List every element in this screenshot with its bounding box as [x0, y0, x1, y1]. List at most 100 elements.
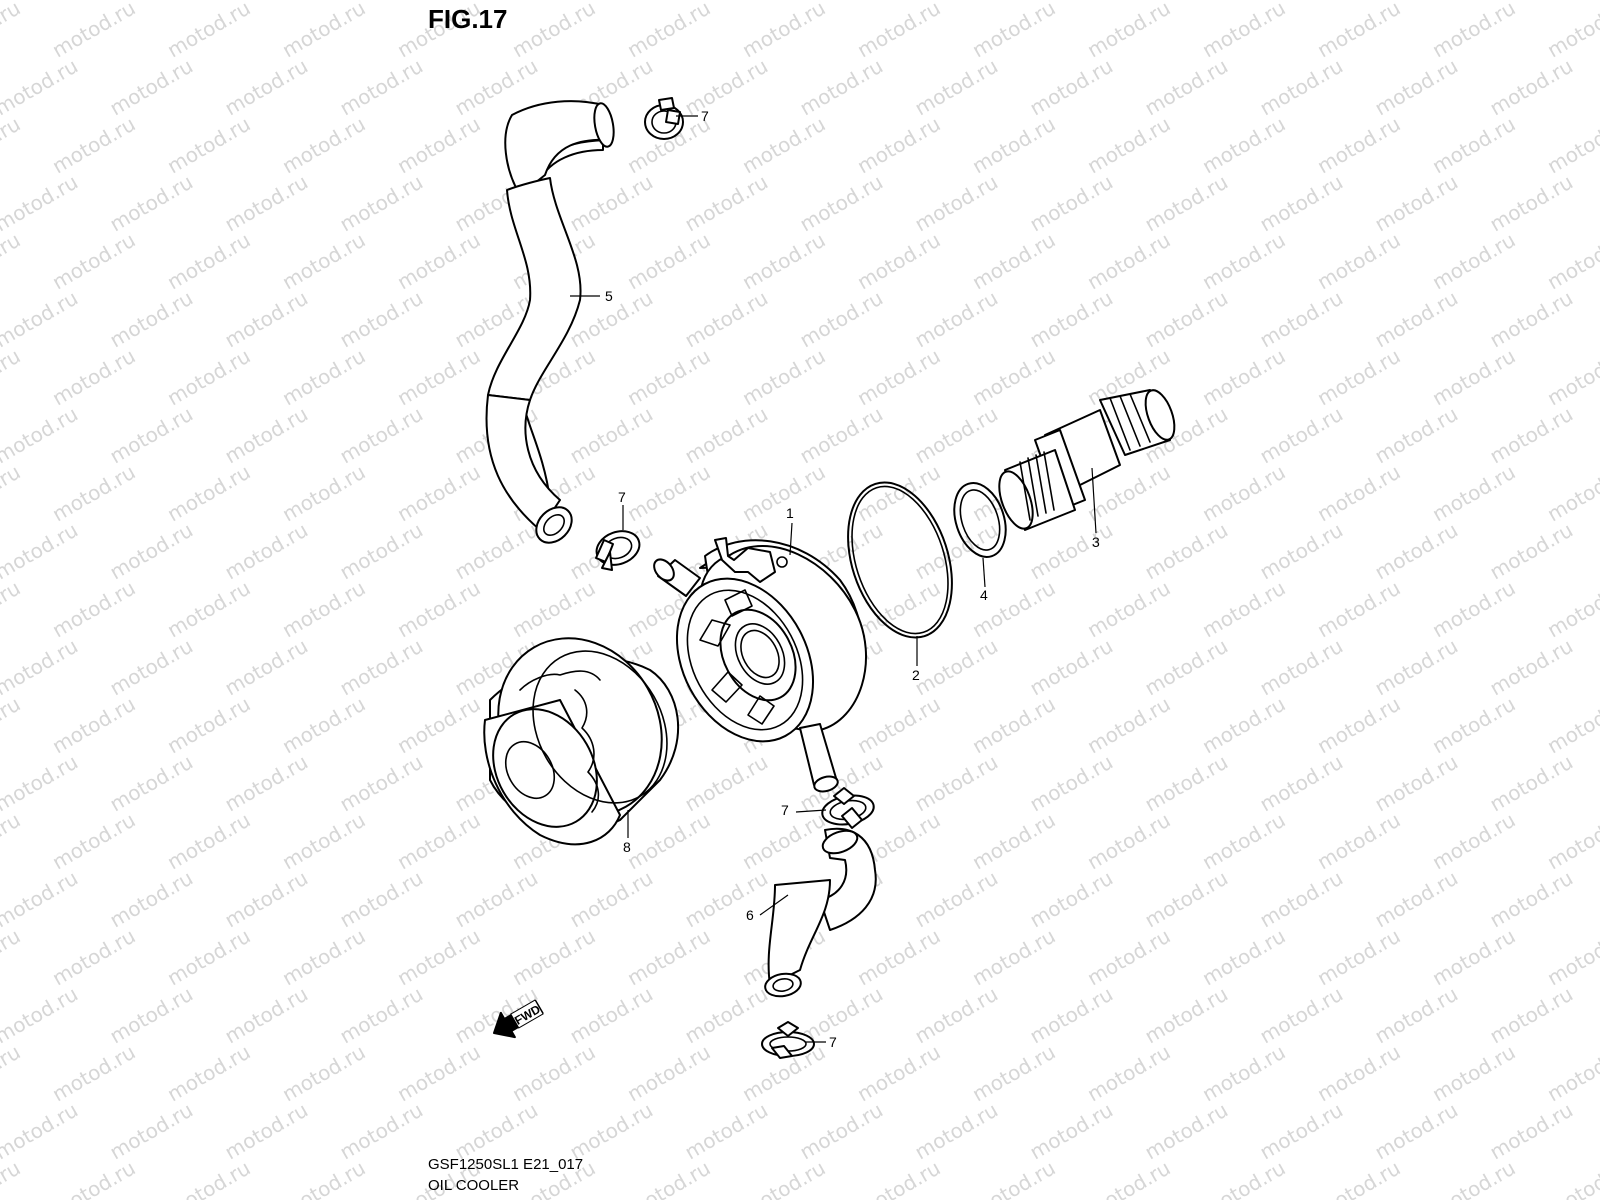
callout-7-top: 7 — [701, 108, 709, 124]
watermark-text: motod.ru — [508, 924, 599, 991]
watermark-text: motod.ru — [48, 228, 139, 295]
watermark-text: motod.ru — [393, 228, 484, 295]
figure-title: FIG.17 — [428, 4, 508, 34]
watermark-text: motod.ru — [508, 1040, 599, 1107]
watermark-text: motod.ru — [163, 808, 254, 875]
watermark-text: motod.ru — [393, 1040, 484, 1107]
callout-3: 3 — [1092, 534, 1100, 550]
watermark-text: motod.ru — [1486, 286, 1577, 353]
watermark-text: motod.ru — [1198, 228, 1289, 295]
watermark-text: motod.ru — [681, 750, 772, 817]
watermark-text: motod.ru — [968, 924, 1059, 991]
watermark-text: motod.ru — [278, 1040, 369, 1107]
watermark-text: motod.ru — [221, 866, 312, 933]
watermark-text: motod.ru — [1486, 634, 1577, 701]
watermark-text: motod.ru — [566, 402, 657, 469]
watermark-text: motod.ru — [393, 924, 484, 991]
watermark-text: motod.ru — [0, 750, 82, 817]
watermark-text: motod.ru — [1256, 170, 1347, 237]
clamp-lower — [821, 787, 875, 829]
watermark-text: motod.ru — [278, 460, 369, 527]
watermark-text: motod.ru — [1026, 1098, 1117, 1165]
watermark-text: motod.ru — [1313, 808, 1404, 875]
watermark-text: motod.ru — [911, 634, 1002, 701]
watermark-text: motod.ru — [853, 1156, 944, 1200]
watermark-text: motod.ru — [1543, 0, 1600, 62]
watermark-text: motod.ru — [1198, 924, 1289, 991]
watermark-text: motod.ru — [336, 402, 427, 469]
watermark-text: motod.ru — [1371, 402, 1462, 469]
watermark-text: motod.ru — [738, 1156, 829, 1200]
watermark-text: motod.ru — [1486, 1098, 1577, 1165]
watermark-text: motod.ru — [1141, 1098, 1232, 1165]
watermark-text: motod.ru — [336, 170, 427, 237]
watermark-text: motod.ru — [1428, 112, 1519, 179]
watermark-text: motod.ru — [1428, 808, 1519, 875]
callout-4: 4 — [980, 587, 988, 603]
watermark-text: motod.ru — [853, 344, 944, 411]
watermark-text: motod.ru — [451, 1098, 542, 1165]
watermark-text: motod.ru — [566, 866, 657, 933]
watermark-text: motod.ru — [1083, 0, 1174, 62]
watermark-text: motod.ru — [1026, 982, 1117, 1049]
watermark-text: motod.ru — [106, 170, 197, 237]
watermark-text: motod.ru — [0, 112, 24, 179]
watermark-text: motod.ru — [566, 1098, 657, 1165]
watermark-text: motod.ru — [1543, 344, 1600, 411]
watermark-text: motod.ru — [911, 54, 1002, 121]
watermark-text: motod.ru — [623, 460, 714, 527]
watermark-text: motod.ru — [393, 460, 484, 527]
watermark-text: motod.ru — [623, 1040, 714, 1107]
watermark-text: motod.ru — [393, 576, 484, 643]
watermark-text: motod.ru — [48, 112, 139, 179]
watermark-text: motod.ru — [163, 924, 254, 991]
union-bolt — [998, 389, 1176, 531]
watermark-text: motod.ru — [1198, 576, 1289, 643]
watermark-text: motod.ru — [1198, 692, 1289, 759]
watermark-text: motod.ru — [623, 1156, 714, 1200]
watermark-text: motod.ru — [1313, 692, 1404, 759]
hose-lower — [764, 827, 877, 998]
watermark-text: motod.ru — [968, 808, 1059, 875]
watermark-text: motod.ru — [336, 54, 427, 121]
watermark-text: motod.ru — [1543, 112, 1600, 179]
watermark-text: motod.ru — [1083, 576, 1174, 643]
watermark-text: motod.ru — [0, 808, 24, 875]
watermark-text: motod.ru — [278, 0, 369, 62]
watermark-text: motod.ru — [1256, 286, 1347, 353]
watermark-text: motod.ru — [48, 1156, 139, 1200]
watermark-text: motod.ru — [1543, 228, 1600, 295]
watermark-text: motod.ru — [738, 344, 829, 411]
watermark-text: motod.ru — [451, 518, 542, 585]
watermark-text: motod.ru — [1083, 1156, 1174, 1200]
watermark-text: motod.ru — [0, 54, 82, 121]
watermark-text: motod.ru — [796, 1098, 887, 1165]
watermark-text: motod.ru — [1543, 692, 1600, 759]
callout-6: 6 — [746, 907, 754, 923]
watermark-text: motod.ru — [0, 0, 24, 62]
watermark-text: motod.ru — [1428, 1040, 1519, 1107]
watermark-text: motod.ru — [393, 344, 484, 411]
watermark-text: motod.ru — [1543, 924, 1600, 991]
watermark-text: motod.ru — [738, 0, 829, 62]
watermark-text: motod.ru — [1313, 1040, 1404, 1107]
watermark-text: motod.ru — [796, 170, 887, 237]
watermark-text: motod.ru — [0, 286, 82, 353]
watermark-text: motod.ru — [221, 402, 312, 469]
watermark-text: motod.ru — [221, 750, 312, 817]
watermark-text: motod.ru — [1198, 112, 1289, 179]
watermark-text: motod.ru — [1141, 634, 1232, 701]
clamp-bottom — [761, 1021, 815, 1059]
watermark-text: motod.ru — [0, 344, 24, 411]
watermark-text: motod.ru — [968, 1156, 1059, 1200]
watermark-text: motod.ru — [1141, 286, 1232, 353]
watermark-text: motod.ru — [853, 1040, 944, 1107]
watermark-text: motod.ru — [1486, 402, 1577, 469]
fwd-arrow-icon: FWD — [493, 999, 544, 1039]
watermark-text: motod.ru — [623, 808, 714, 875]
watermark-text: motod.ru — [163, 228, 254, 295]
watermark-text: motod.ru — [1198, 808, 1289, 875]
watermark-text: motod.ru — [911, 866, 1002, 933]
watermark-text: motod.ru — [106, 54, 197, 121]
watermark-text: motod.ru — [1256, 982, 1347, 1049]
